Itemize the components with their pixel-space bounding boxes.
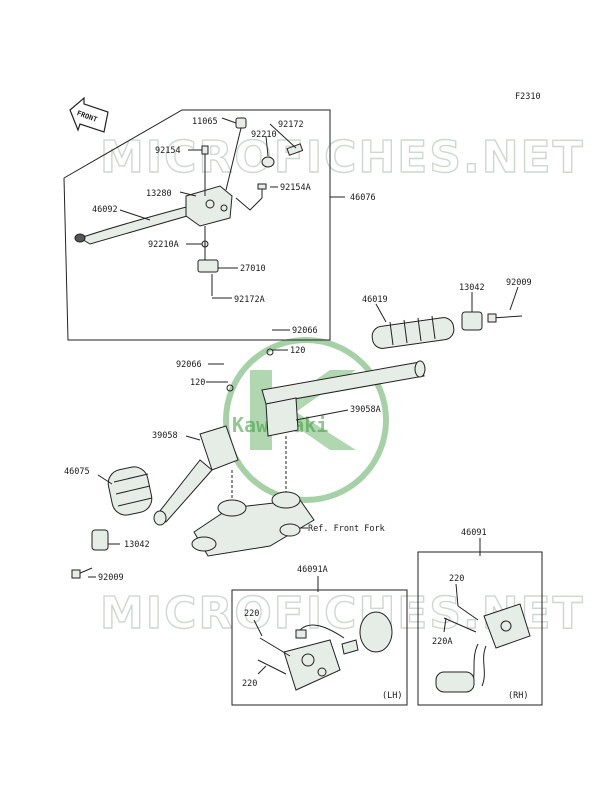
part-label: 92210	[251, 130, 277, 140]
part-label: 92066	[292, 326, 318, 336]
lh-switch-housing	[257, 611, 393, 691]
part-label: 13042	[459, 283, 485, 293]
handlebars	[153, 348, 426, 526]
part-label: 220	[244, 609, 259, 619]
front-arrow-icon: FRONT	[69, 96, 109, 133]
part-label: 46075	[64, 467, 90, 477]
rh-switch-housing	[435, 603, 531, 693]
right-grip-set	[371, 311, 523, 349]
part-label: 220	[242, 679, 257, 689]
part-label: 46092	[92, 205, 118, 215]
part-label: 92172A	[234, 295, 265, 305]
part-label: 92210A	[148, 240, 179, 250]
brand-logo: Kawasaki	[223, 337, 389, 503]
part-label: 39058A	[350, 405, 381, 415]
part-label: 92172	[278, 120, 304, 130]
figure-code: F2310	[515, 92, 541, 102]
part-label: 92154A	[280, 183, 311, 193]
lever-holder	[185, 185, 233, 227]
top-bridge	[191, 436, 315, 557]
part-label: 92066	[176, 360, 202, 370]
part-label: 120	[190, 378, 205, 388]
part-label: 92009	[98, 573, 124, 583]
part-label: 92009	[506, 278, 532, 288]
part-label: 46019	[362, 295, 388, 305]
part-label: 13042	[124, 540, 150, 550]
part-label: 92154	[155, 146, 181, 156]
part-label: 46076	[350, 193, 376, 203]
part-label: 39058	[152, 431, 178, 441]
lever-assembly-box	[63, 109, 331, 341]
ref-front-fork: Ref. Front Fork	[308, 524, 385, 534]
part-label: 27010	[240, 264, 266, 274]
part-label: 46091A	[297, 565, 328, 575]
leader-lines	[88, 117, 519, 675]
part-labels: 11065 92172 92210 92154 13280 92154A 460…	[64, 117, 532, 689]
lh-switch-box	[231, 589, 408, 706]
part-label: 46091	[461, 528, 487, 538]
part-label: 11065	[192, 117, 218, 127]
part-label: 220	[449, 574, 464, 584]
part-label: 13280	[146, 189, 172, 199]
watermark-top: MICROFICHES.NET	[100, 132, 585, 183]
lh-tag: (LH)	[382, 691, 402, 701]
part-label: 220A	[432, 637, 452, 647]
part-label: 120	[290, 346, 305, 356]
left-grip-set	[71, 466, 153, 579]
rh-tag: (RH)	[508, 691, 528, 701]
